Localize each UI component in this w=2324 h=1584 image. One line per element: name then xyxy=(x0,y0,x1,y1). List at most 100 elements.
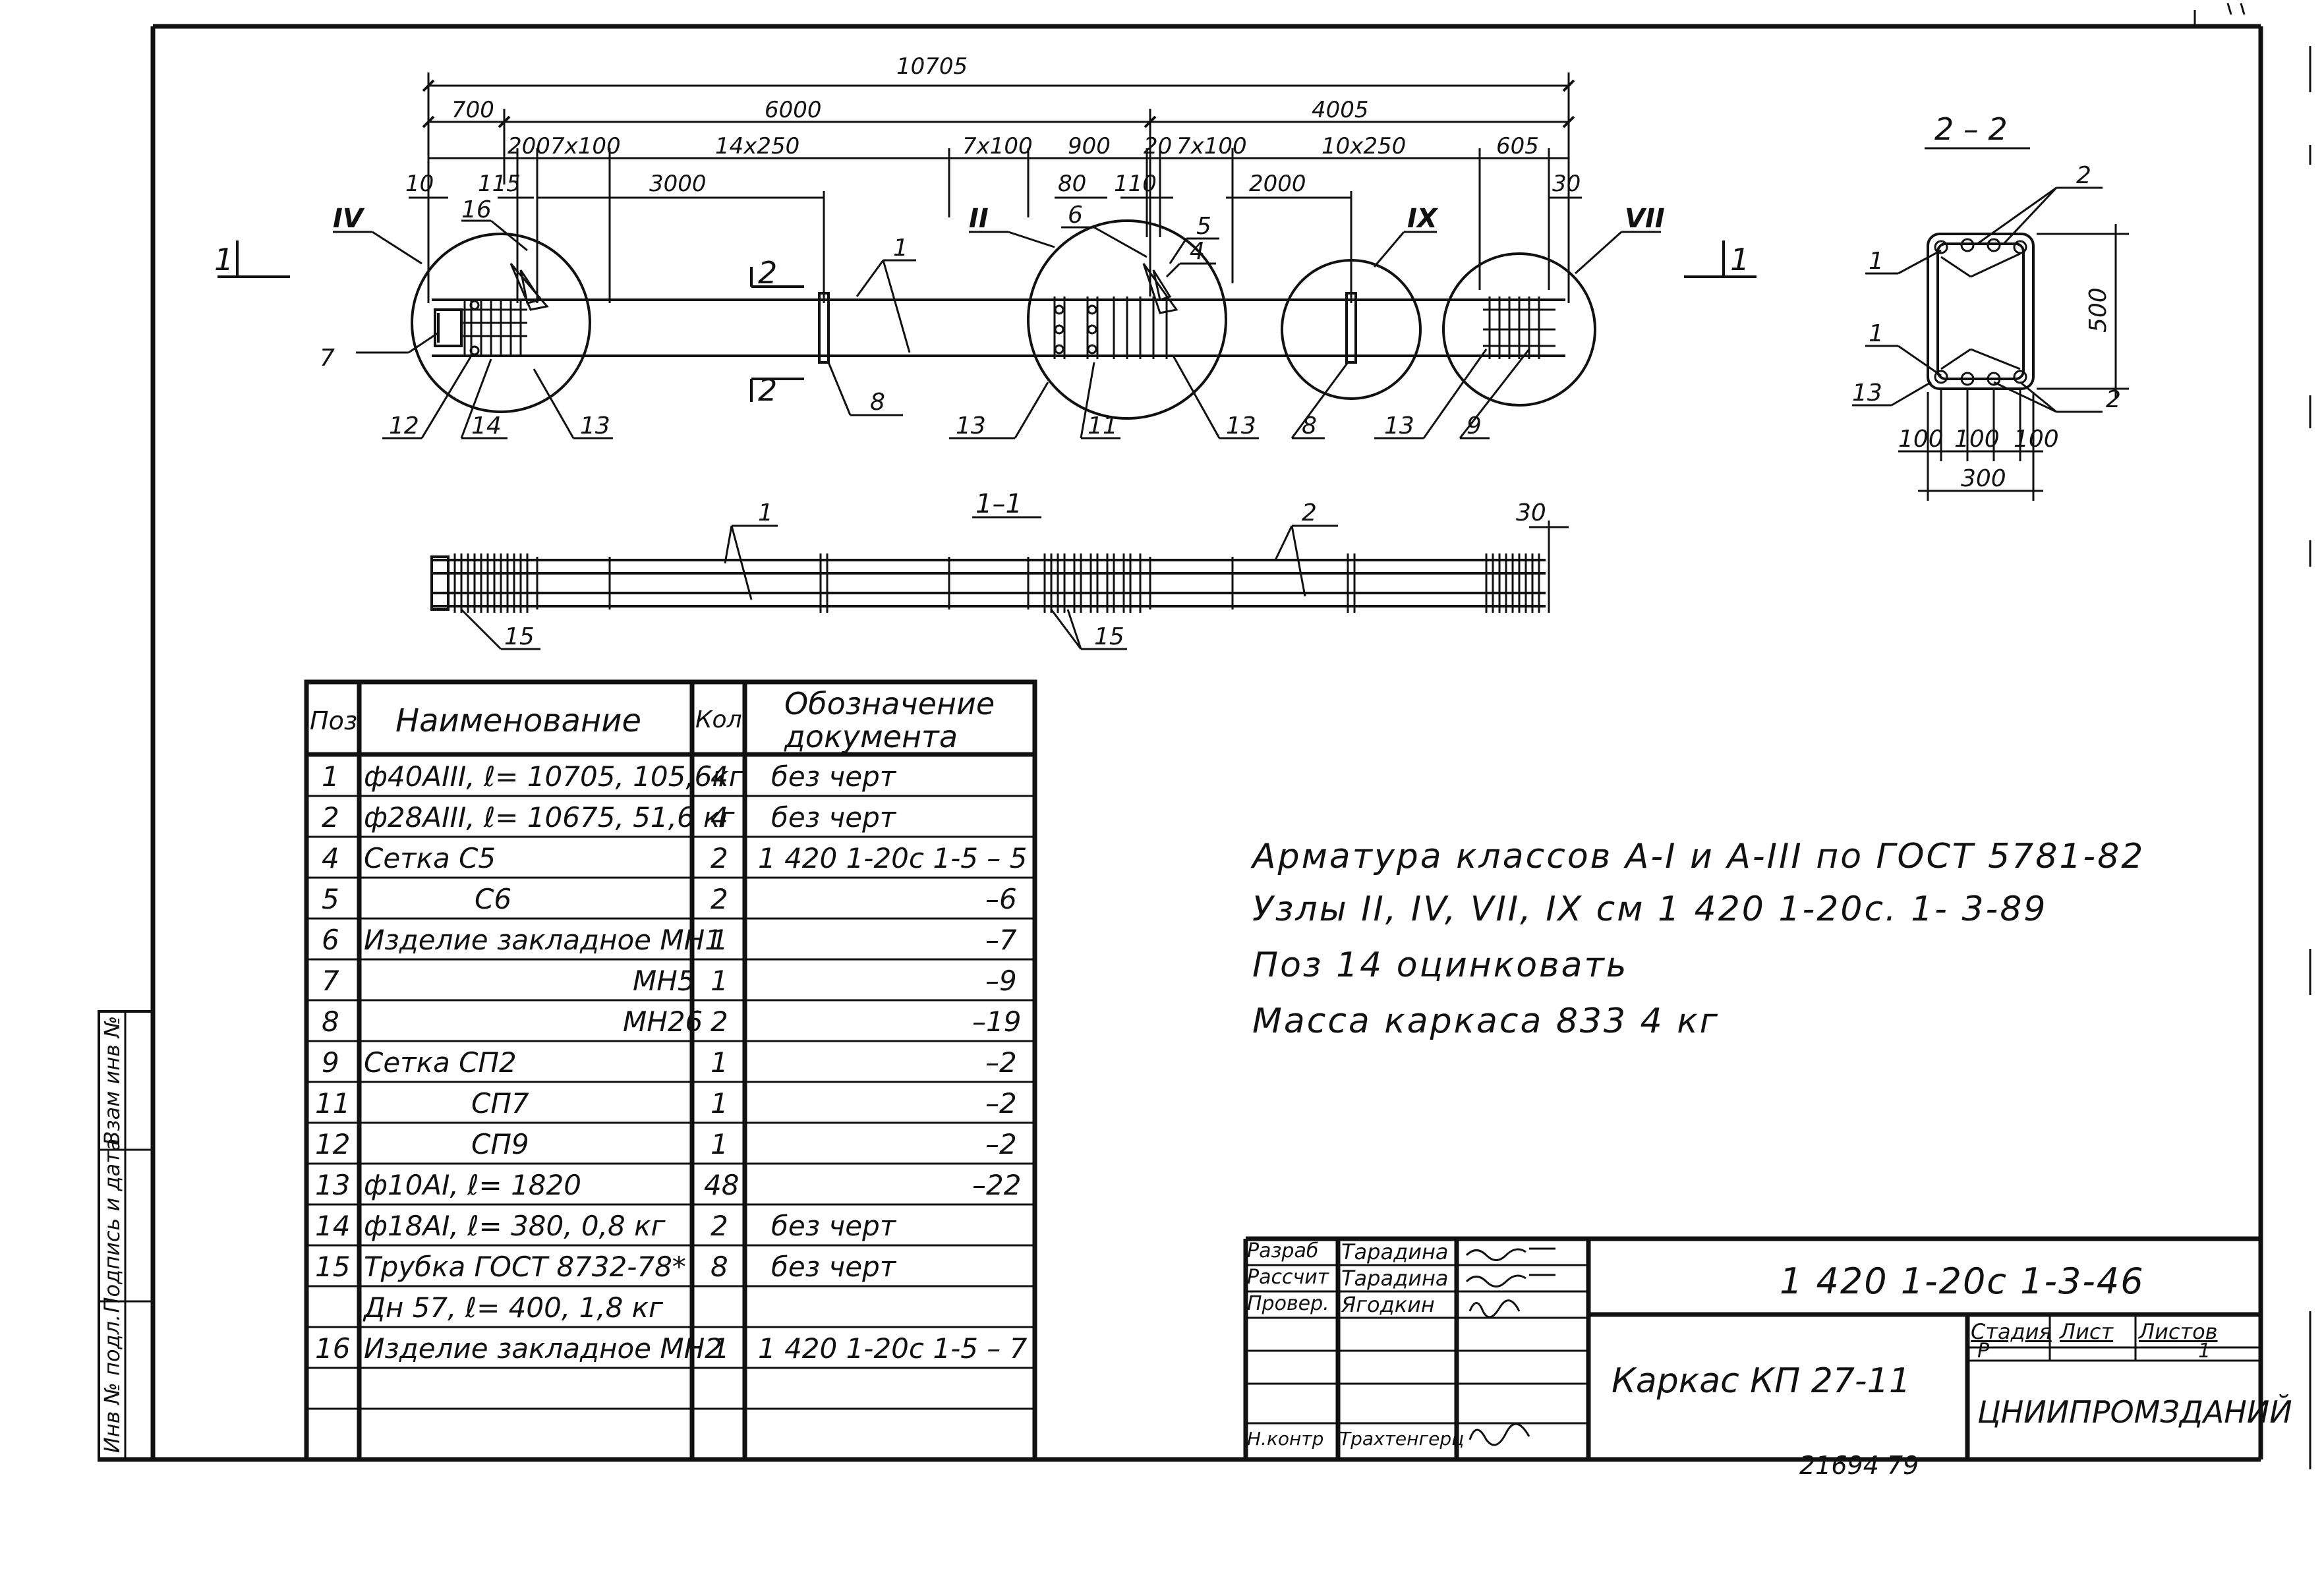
role-norm-control: Н.контр xyxy=(1247,1428,1324,1450)
row-name: ф28АIII, ℓ= 10675, 51,6 кг xyxy=(364,801,735,834)
row-qty: 1 xyxy=(711,924,728,956)
dim-overall: 10705 xyxy=(896,53,968,80)
dim-605: 605 xyxy=(1496,133,1539,159)
dim-10: 10 xyxy=(405,171,434,197)
section-2-2-callout-2-top: 2 xyxy=(2076,162,2091,189)
dim-7x100-c: 7x100 xyxy=(1177,133,1247,159)
section-mark-1-left: 1 xyxy=(214,242,233,277)
archive-number: 21694 79 xyxy=(1799,1451,1919,1480)
dim-900: 900 xyxy=(1068,133,1111,159)
row-qty: 2 xyxy=(711,883,728,915)
row-doc: –6 xyxy=(985,883,1017,915)
row-doc: –2 xyxy=(985,1046,1017,1079)
row-pos: 8 xyxy=(322,1005,339,1038)
row-qty: 1 xyxy=(711,965,728,997)
callout-12: 12 xyxy=(389,412,419,439)
callout-6: 6 xyxy=(1068,202,1083,229)
row-pos: 14 xyxy=(315,1210,351,1242)
dim-7x100-b: 7x100 xyxy=(962,133,1033,159)
view-1-1-callout-2: 2 xyxy=(1302,499,1317,526)
row-name: Дн 57, ℓ= 400, 1,8 кг xyxy=(364,1291,664,1324)
dim-200: 200 xyxy=(508,133,550,159)
row-doc: –2 xyxy=(985,1087,1017,1119)
row-pos: 6 xyxy=(322,924,339,956)
row-qty: 1 xyxy=(712,1332,730,1365)
row-name: МН26 xyxy=(623,1005,703,1038)
row-qty: 2 xyxy=(711,1210,728,1242)
callout-5: 5 xyxy=(1196,213,1211,240)
section-2-2-callout-2-bottom: 2 xyxy=(2106,386,2121,413)
role-calculator: Рассчит xyxy=(1247,1266,1329,1289)
side-signature-date: Подпись и дата xyxy=(100,1138,125,1313)
view-1-1-dim-30: 30 xyxy=(1516,499,1546,526)
note-nodes: Узлы II, IV, VII, IX см 1 420 1-20с. 1- … xyxy=(1252,890,2048,929)
section-mark-1-right: 1 xyxy=(1730,242,1749,277)
organization: ЦНИИПРОМЗДАНИЙ xyxy=(1977,1394,2292,1430)
side-replaces-inv: Взам инв № xyxy=(100,1015,125,1146)
name-developer: Тарадина xyxy=(1341,1239,1449,1264)
section-mark-2-bottom: 2 xyxy=(758,372,777,408)
callout-13-b: 13 xyxy=(956,412,986,439)
callout-13-d: 13 xyxy=(1384,412,1414,439)
dim-2000: 2000 xyxy=(1249,171,1306,197)
row-doc: 1 420 1-20с 1-5 – 5 xyxy=(758,842,1028,874)
row-doc: без черт xyxy=(771,1210,896,1242)
role-checker: Провер. xyxy=(1247,1292,1329,1315)
row-pos: 13 xyxy=(315,1169,351,1201)
name-checker: Ягодкин xyxy=(1341,1292,1435,1317)
row-pos: 15 xyxy=(315,1251,351,1283)
view-1-1-callout-15-b: 15 xyxy=(1094,623,1124,650)
row-name: Трубка ГОСТ 8732-78* xyxy=(364,1251,686,1283)
name-calculator: Тарадина xyxy=(1341,1266,1449,1291)
row-doc: 1 420 1-20с 1-5 – 7 xyxy=(758,1332,1028,1365)
title-block-grid xyxy=(1243,1236,2261,1459)
row-pos: 5 xyxy=(322,883,339,915)
spec-table-grid xyxy=(304,679,1037,1462)
side-stamp-frame xyxy=(98,1010,154,1461)
sheets-total: 1 xyxy=(2198,1340,2211,1363)
row-pos: 12 xyxy=(315,1128,351,1160)
row-qty: 2 xyxy=(711,842,728,874)
callout-14: 14 xyxy=(471,412,502,439)
stage-label: Стадия xyxy=(1971,1319,2052,1344)
dim-14x250: 14x250 xyxy=(715,133,799,159)
row-name: СП9 xyxy=(471,1128,529,1160)
row-doc: –22 xyxy=(972,1169,1022,1201)
callout-8-a: 8 xyxy=(870,389,885,416)
row-qty: 4 xyxy=(711,801,728,834)
row-name: Сетка С5 xyxy=(364,842,496,874)
row-name: Изделие закладное МН1 xyxy=(364,924,722,956)
dim-20: 20 xyxy=(1144,133,1172,159)
dim-115: 115 xyxy=(478,171,521,197)
row-qty: 2 xyxy=(711,1005,728,1038)
node-label-ii: II xyxy=(969,204,989,234)
note-galvanize: Поз 14 оцинковать xyxy=(1252,946,1629,985)
dim-110: 110 xyxy=(1114,171,1157,197)
section-2-2-callout-13: 13 xyxy=(1852,380,1882,407)
row-name: СП7 xyxy=(471,1087,529,1119)
callout-8-b: 8 xyxy=(1302,412,1317,439)
row-name: ф18АI, ℓ= 380, 0,8 кг xyxy=(364,1210,666,1242)
section-2-2-dim-100-b: 100 xyxy=(1954,426,2000,453)
dim-4005: 4005 xyxy=(1312,97,1369,123)
row-qty: 1 xyxy=(711,1087,728,1119)
header-doc-line1: Обозначение xyxy=(784,686,995,721)
row-qty: 8 xyxy=(711,1251,728,1283)
dim-3000: 3000 xyxy=(649,171,707,197)
callout-13-c: 13 xyxy=(1226,412,1256,439)
dim-6000: 6000 xyxy=(765,97,822,123)
row-name: ф10АI, ℓ= 1820 xyxy=(364,1169,581,1201)
header-qty: Кол xyxy=(695,706,742,733)
row-doc: –2 xyxy=(985,1128,1017,1160)
section-2-2-callout-1-bottom: 1 xyxy=(1869,320,1884,347)
row-name: С6 xyxy=(475,883,512,915)
section-2-2-dim-100-a: 100 xyxy=(1898,426,1944,453)
row-pos: 2 xyxy=(322,801,339,834)
dim-30: 30 xyxy=(1552,171,1581,197)
view-1-1-title: 1–1 xyxy=(975,489,1022,519)
row-name: Изделие закладное МН2 xyxy=(364,1332,722,1365)
callout-1: 1 xyxy=(893,235,908,262)
row-qty: 1 xyxy=(711,1128,728,1160)
